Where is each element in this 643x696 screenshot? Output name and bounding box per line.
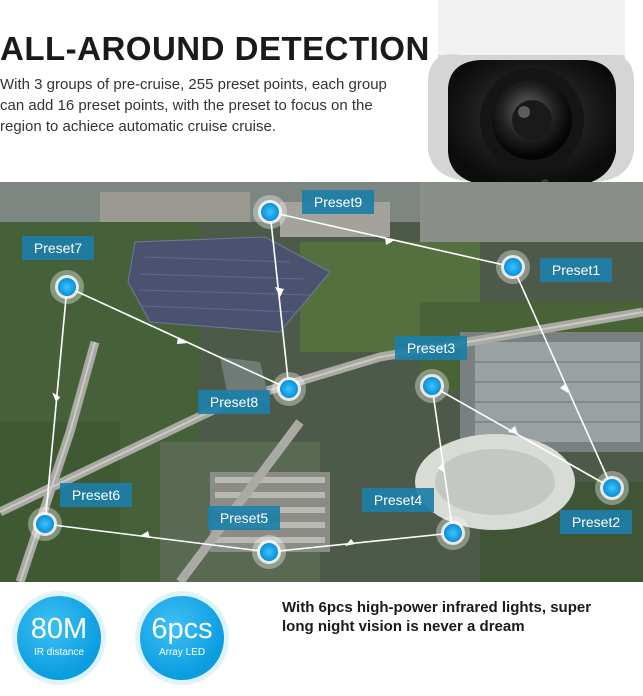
preset2-label: Preset2 [560, 510, 632, 534]
night-vision-tagline: With 6pcs high-power infrared lights, su… [282, 599, 592, 635]
array-led-badge: 6pcs Array LED [140, 596, 224, 680]
ir-distance-value: 80M [30, 613, 88, 645]
preset5-text: Preset5 [220, 510, 268, 526]
ptz-camera-icon [428, 0, 634, 182]
preset1-marker[interactable] [496, 250, 530, 284]
ir-distance-badge: 80M IR distance [17, 596, 101, 680]
preset6-text: Preset6 [72, 487, 120, 503]
aerial-city-map: Preset1 Preset2 Preset3 Preset4 Preset5 … [0, 182, 643, 582]
preset9-label: Preset9 [302, 190, 374, 214]
array-led-value: 6pcs [151, 613, 213, 645]
preset7-marker[interactable] [50, 270, 84, 304]
preset7-text: Preset7 [34, 240, 82, 256]
preset2-marker[interactable] [595, 471, 629, 505]
preset6-marker[interactable] [28, 507, 62, 541]
preset8-marker[interactable] [272, 372, 306, 406]
preset4-marker[interactable] [436, 516, 470, 550]
description-text: With 3 groups of pre-cruise, 255 preset … [0, 76, 387, 135]
preset8-text: Preset8 [210, 394, 258, 410]
header: ALL-AROUND DETECTION With 3 groups of pr… [0, 0, 643, 182]
preset7-label: Preset7 [22, 236, 94, 260]
array-led-caption: Array LED [158, 647, 206, 658]
preset2-text: Preset2 [572, 514, 620, 530]
preset-markers [28, 195, 629, 569]
preset6-label: Preset6 [60, 483, 132, 507]
preset-labels: Preset1 Preset2 Preset3 Preset4 Preset5 … [22, 190, 632, 534]
preset4-text: Preset4 [374, 492, 422, 508]
preset5-marker[interactable] [252, 535, 286, 569]
preset3-text: Preset3 [407, 340, 455, 356]
preset9-marker[interactable] [253, 195, 287, 229]
preset1-text: Preset1 [552, 262, 600, 278]
preset8-label: Preset8 [198, 390, 270, 414]
footer-features: 80M IR distance 6pcs Array LED With 6pcs… [0, 582, 643, 696]
preset9-text: Preset9 [314, 194, 362, 210]
preset1-label: Preset1 [540, 258, 612, 282]
preset4-label: Preset4 [362, 488, 434, 512]
preset3-marker[interactable] [415, 369, 449, 403]
ir-distance-caption: IR distance [33, 647, 85, 658]
preset-route-map: Preset1 Preset2 Preset3 Preset4 Preset5 … [0, 182, 643, 582]
preset3-label: Preset3 [395, 336, 467, 360]
page-title: ALL-AROUND DETECTION [0, 30, 430, 67]
preset5-label: Preset5 [208, 506, 280, 530]
